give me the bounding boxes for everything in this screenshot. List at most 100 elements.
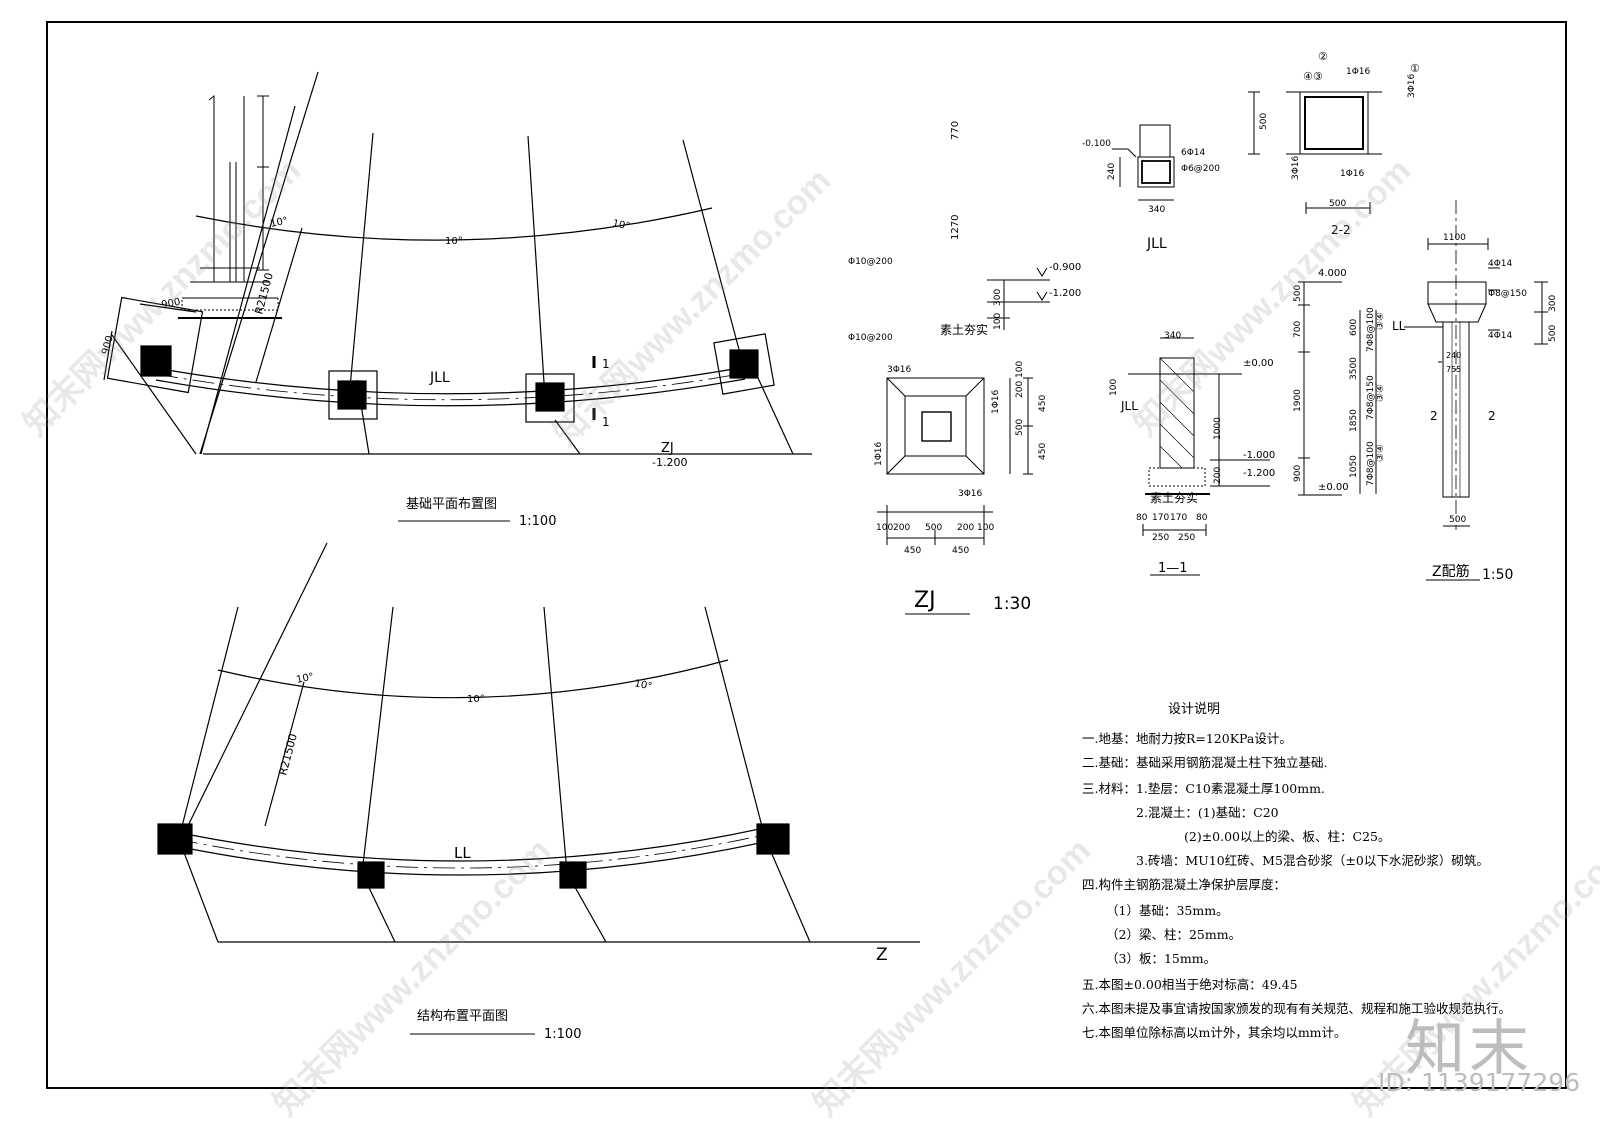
section-mark: 1 [602,415,610,429]
rebar-label: 1Φ16 [1346,67,1371,77]
dim-label: 200 [957,523,974,533]
angle-label: 10° [445,236,463,247]
jll-section [1112,124,1175,201]
z-reinforcement-text: 4.000 ±0.00 500 700 1900 900 600 3500 18… [1293,233,1558,583]
callout-mark: ③④ [1375,444,1386,462]
stirrup-label: 7Φ8@150 [1366,375,1376,420]
section-1-1-text: 340 ±0.00 100 JLL 1000 -1.000 -1.200 200… [1109,331,1275,576]
dim-label: 250 [1152,533,1169,543]
rebar-label: 3Φ16 [1407,73,1417,98]
rebar-label: 4Φ14 [1488,259,1513,269]
structural-plan [157,542,920,943]
grade-label: ZJ [661,441,674,456]
dim-label: 240 [1446,351,1461,360]
dim-label: 755 [1446,365,1461,374]
note-line: 一.地基：地耐力按R=120KPa设计。 [1082,731,1292,746]
elevation-label: -1.000 [1243,450,1275,461]
dim-label: 900 [1293,465,1303,482]
rebar-label: 1Φ16 [1340,169,1365,179]
radius-label: R21500 [252,271,276,316]
zj-plan [877,377,1033,545]
elevation-label: -1.200 [1243,468,1275,479]
note-line: 七.本图单位除标高以m计外，其余均以mm计。 [1082,1025,1347,1040]
dim-label: 450 [952,546,969,556]
zj-plan-text: 3Φ16 3Φ16 1Φ16 1Φ16 100 200 450 500 450 … [874,361,1048,615]
jll-section-text: -0.100 6Φ14 Φ6@200 240 340 JLL [1082,139,1220,252]
image-id: ID: 1139177296 [1378,1068,1581,1097]
brand-logo: 知末 [1405,1014,1533,1084]
dim-label: 500 [1548,325,1558,342]
dim-label: 200 [893,523,910,533]
rebar-label: Φ10@200 [848,257,893,267]
dim-label: 1270 [950,215,961,240]
callout-mark: ④③ [1303,70,1323,83]
beam-label: LL [1392,319,1406,333]
cut-mark: 2 [1488,409,1496,423]
dim-label: 1900 [1293,389,1303,412]
dim-label: 450 [1038,395,1048,412]
note-line: 四.构件主钢筋混凝土净保护层厚度： [1082,877,1286,892]
elevation-label: ±0.00 [1318,482,1349,493]
section-2-2 [1248,91,1382,214]
dim-label: 700 [1293,321,1303,338]
stirrup-label: 7Φ8@100 [1366,441,1376,486]
dim-label: 170 [1152,513,1169,523]
note-line: （3）板：15mm。 [1106,951,1217,966]
note-line: 3.砖墙：MU10红砖、M5混合砂浆（±0以下水泥砂浆）砌筑。 [1136,853,1489,868]
rebar-label: 3Φ16 [1291,155,1301,180]
dim-label: 80 [1136,513,1148,523]
beam-label: LL [454,844,471,862]
drawing-title: 结构布置平面图 [417,1009,508,1024]
section-mark: 1 [602,357,610,371]
note-line: 三.材料：1.垫层：C10素混凝土厚100mm. [1082,781,1325,796]
drawing-scale: 1:30 [993,594,1031,614]
z-reinforcement [1298,200,1548,581]
rebar-label: 3Φ16 [958,489,983,499]
dim-label: 770 [950,121,961,140]
elevation-label: 4.000 [1318,268,1347,279]
callout-mark: ① [1410,62,1420,75]
soil-label: 素土夯实 [940,322,988,337]
dim-label: 200 [1015,381,1025,398]
drawing-scale: 1:50 [1482,567,1513,583]
dim-label: 240 [1107,163,1117,180]
drawing-title: JLL [1146,236,1167,252]
angle-label: 10° [633,678,653,692]
dim-label: 200 [1213,467,1223,484]
callout-mark: ② [1318,50,1328,63]
dim-label: 1100 [1443,233,1466,243]
foundation-plan [103,71,812,455]
rebar-label: Φ10@200 [848,333,893,343]
section-2-2-text: 1Φ16 ② ④③ ① 3Φ16 3Φ16 1Φ16 500 500 2-2 [1259,50,1420,237]
note-line: 2.混凝土：(1)基础：C20 [1136,805,1279,820]
elevation-label: -0.100 [1082,139,1111,149]
drawing-title: 1—1 [1158,561,1188,576]
drawing-title: Z配筋 [1432,563,1470,580]
grade-elevation: -1.200 [652,456,687,469]
footing-dim-h: 900 [100,334,116,355]
dim-label: 500 [1015,419,1025,436]
dim-label: 100 [1109,379,1119,396]
rebar-label: Φ8@150 [1488,289,1527,299]
rebar-label: 4Φ14 [1488,331,1513,341]
dim-label: 500 [1259,113,1269,130]
dim-label: 100 [876,523,893,533]
dim-label: 300 [1548,295,1558,312]
dim-label: 450 [904,546,921,556]
elevation-label: -0.900 [1049,262,1081,273]
rebar-label: Φ6@200 [1181,164,1220,174]
drawing-title: ZJ [914,588,936,613]
dim-label: 100 [1015,361,1025,378]
dim-label: 500 [1449,515,1466,525]
footing-dim-w: 900 [161,297,182,311]
dim-label: 1850 [1349,409,1359,432]
angle-label: 10° [269,215,289,229]
rebar-label: 3Φ16 [887,365,912,375]
dim-label: 500 [925,523,942,533]
dim-label: 80 [1196,513,1208,523]
note-line: 二.基础：基础采用钢筋混凝土柱下独立基础. [1082,755,1328,770]
stirrup-label: 7Φ8@100 [1366,307,1376,352]
note-line: （2）梁、柱：25mm。 [1106,927,1242,942]
dim-label: 300 [993,289,1003,306]
dim-label: 500 [1329,199,1346,209]
